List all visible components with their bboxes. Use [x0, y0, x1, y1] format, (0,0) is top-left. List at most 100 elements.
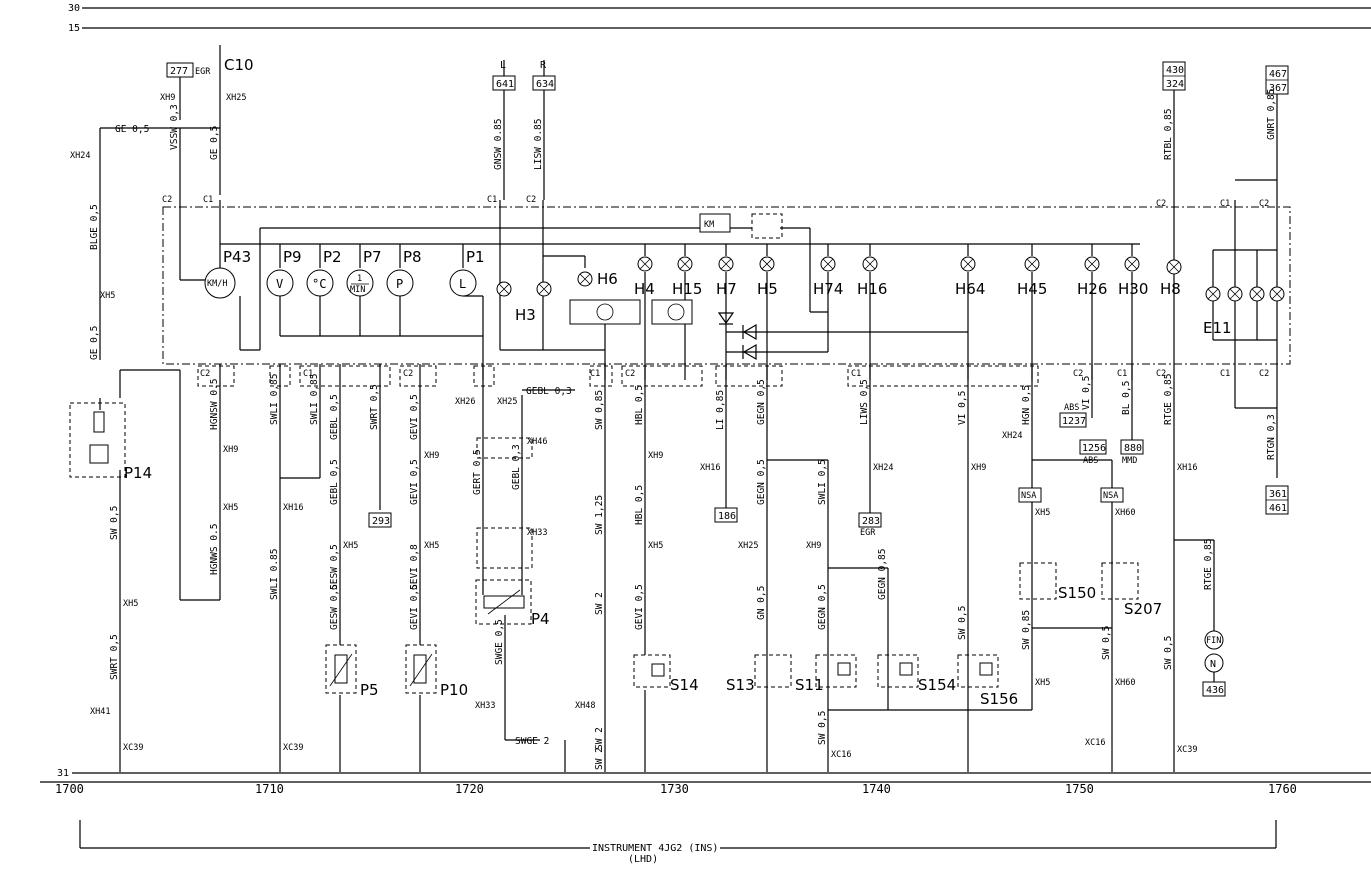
wire-label-hgn: HGN 0,5	[1021, 385, 1032, 425]
wire-label-blge: BLGE 0,5	[89, 204, 100, 250]
wire-label-rtge2: RTGE 0,85	[1203, 539, 1214, 590]
connector-c2: C2	[1259, 369, 1269, 379]
lamp-symbol	[1124, 256, 1140, 272]
s11-label: S11	[795, 676, 824, 694]
connector-xh5: XH5	[343, 541, 358, 551]
connector-c2: C2	[403, 369, 413, 379]
switch-s13: S13	[726, 654, 792, 694]
wire-label-swli1: SWLI 0,85	[269, 374, 280, 425]
wire-label-sw05e: SW 0,5	[817, 711, 828, 745]
tag-324: 324	[1166, 79, 1184, 90]
wire-label-liws: LIWS 0,5	[859, 379, 870, 425]
wire-label-sw2a: SW 2	[594, 592, 605, 615]
footer-bracket	[79, 820, 1277, 849]
connector-xh48: XH48	[575, 701, 595, 711]
connector-c2: C2	[162, 195, 172, 205]
h15-label: H15	[672, 280, 702, 298]
lamp-symbol	[496, 281, 512, 297]
p14-label: P14	[124, 464, 152, 482]
connector-c2: C2	[1156, 369, 1166, 379]
s154-label: S154	[918, 676, 956, 694]
connector-c1: C1	[590, 369, 600, 379]
wire-label-sw05d: SW 0,5	[1163, 636, 1174, 670]
lamp-symbol	[820, 256, 836, 272]
wire-label-bl05: BL 0,5	[1121, 381, 1132, 415]
wire-label-li085: LI 0,85	[715, 390, 726, 430]
wire-label-gevi4: GEVI 0,5	[409, 584, 420, 630]
lamp-symbol	[1084, 256, 1100, 272]
rail-30-label: 30	[68, 3, 80, 14]
connector-xh25: XH25	[497, 397, 517, 407]
lamp-symbol	[1205, 286, 1221, 302]
wire-label-hbl1: HBL 0,5	[634, 385, 645, 425]
connector-xh60: XH60	[1115, 508, 1135, 518]
lamp-symbol	[718, 256, 734, 272]
ruler-n1710: 1710	[255, 782, 284, 796]
tag-277: 277	[170, 66, 188, 77]
lamp-symbol	[1024, 256, 1040, 272]
wire-label-gnsw: GNSW 0.85	[493, 119, 504, 170]
connector-xh16: XH16	[1177, 463, 1197, 473]
p4-label: P4	[531, 610, 550, 628]
connector-xh9: XH9	[160, 93, 175, 103]
tag-abs-2: ABS	[1083, 456, 1098, 466]
e11-label: E11	[1203, 319, 1232, 337]
wire-label-swrt2: SWRT 0,5	[109, 634, 120, 680]
h26-label: H26	[1077, 280, 1107, 298]
h3-label: H3	[515, 306, 536, 324]
s207-label: S207	[1124, 600, 1162, 618]
tag-283: 283	[862, 516, 880, 527]
wire-label-ge05b: GE 0,5	[209, 126, 220, 160]
component-p14: P14	[69, 402, 152, 482]
switch-s11: S11	[795, 654, 857, 694]
tag-abs-1: ABS	[1064, 403, 1079, 413]
wire-label-swli4: SWLI 0.85	[269, 549, 280, 600]
tag-293: 293	[372, 516, 390, 527]
rail-15-label: 15	[68, 23, 80, 34]
gauge-p2-unit: °C	[312, 277, 326, 291]
p10-label: P10	[440, 681, 468, 699]
wire-label-gesw2: GESW 0,5	[329, 584, 340, 630]
p2-label: P2	[323, 248, 342, 266]
connector-xh16: XH16	[700, 463, 720, 473]
h4-label: H4	[634, 280, 655, 298]
connector-xh5: XH5	[424, 541, 439, 551]
lamp-symbol	[1249, 286, 1265, 302]
switch-s150: S150	[1019, 562, 1096, 602]
km-relay-label: KM	[704, 220, 714, 230]
wire-label-gebl4: GEBL 0,3	[511, 444, 522, 490]
ruler-n1740: 1740	[862, 782, 891, 796]
wire-label-swge2: SWGE 2	[515, 736, 549, 747]
lamp-modules	[569, 299, 693, 325]
tag-467: 467	[1269, 69, 1287, 80]
tag-nsa-1: NSA	[1021, 491, 1036, 501]
wire-label-sw085: SW 0,85	[594, 390, 605, 430]
lamp-symbol	[960, 256, 976, 272]
h16-label: H16	[857, 280, 887, 298]
connector-c1: C1	[203, 195, 213, 205]
connector-xh24: XH24	[70, 151, 90, 161]
h74-label: H74	[813, 280, 843, 298]
p5-label: P5	[360, 681, 379, 699]
gauge-speedometer-p43: KM/H P43	[204, 248, 251, 299]
lamp-symbol	[1166, 259, 1182, 275]
wire-label-gn05: GN 0,5	[756, 586, 767, 620]
lamp-symbol	[637, 256, 653, 272]
ruler-start: 1700	[55, 782, 84, 796]
lamp-symbol	[536, 281, 552, 297]
wire-label-rtbl: RTBL 0,85	[1163, 109, 1174, 160]
p9-label: P9	[283, 248, 302, 266]
tag-n: N	[1210, 659, 1216, 670]
wire-label-hgnws: HGNWS 0.5	[209, 524, 220, 575]
wire-label-vi05: VI 0,5	[957, 391, 968, 425]
wire-label-gebl2: GEBL 0,3	[526, 386, 572, 397]
tag-egr-1: EGR	[195, 67, 211, 77]
connector-c2: C2	[1073, 369, 1083, 379]
s14-label: S14	[670, 676, 699, 694]
footer-subtitle: (LHD)	[628, 854, 658, 865]
tag-fin: FIN	[1206, 636, 1221, 646]
tag-1256: 1256	[1082, 443, 1106, 454]
gauge-p8-unit: P	[396, 277, 403, 291]
wire-label-hbl2: HBL 0,5	[634, 485, 645, 525]
